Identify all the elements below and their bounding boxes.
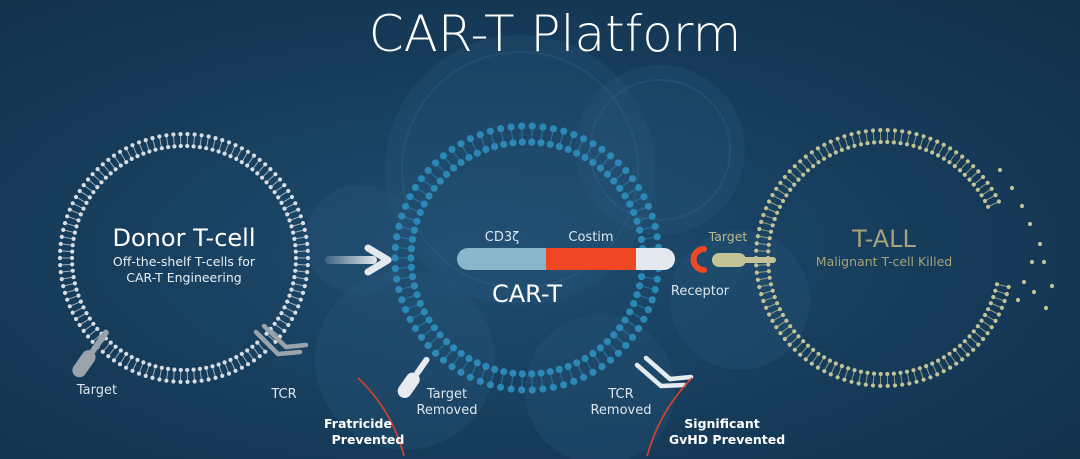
costim-segment <box>546 248 636 270</box>
cd3-label: CD3ζ <box>485 230 519 245</box>
fratricide-label-line2: Prevented <box>332 432 405 447</box>
end-segment <box>636 248 675 270</box>
donor-target-label: Target <box>76 383 117 398</box>
donor-tcr-label: TCR <box>270 387 296 402</box>
tcr-removed-line2: Removed <box>590 403 651 418</box>
gvhd-label-line2: GvHD Prevented <box>669 432 785 447</box>
target-removed-icon <box>397 356 430 399</box>
target-removed-line1: Target <box>426 387 467 402</box>
tcr-removed-icon <box>634 355 694 389</box>
fratricide-label-line1: Fratricide <box>324 416 392 431</box>
tall-cell-membrane <box>753 128 1055 388</box>
target-removed-line2: Removed <box>416 403 477 418</box>
right-arrow-icon <box>325 244 392 276</box>
gvhd-label-line1: Significant <box>684 416 759 431</box>
gvhd-arc <box>646 377 693 457</box>
receptor-label: Receptor <box>671 284 730 299</box>
tall-title: T-ALL <box>851 225 916 253</box>
page-title: CAR-T Platform <box>369 5 742 63</box>
target-antigen-icon <box>72 329 109 378</box>
cart-cell-membrane <box>391 122 663 394</box>
fratricide-arc <box>357 377 405 457</box>
background-cells <box>305 35 810 459</box>
car-construct-bar <box>457 248 675 270</box>
tall-subtitle: Malignant T-cell Killed <box>816 254 952 269</box>
tall-target-antigen-icon <box>712 253 776 267</box>
costim-label: Costim <box>568 230 613 245</box>
tcr-removed-line1: TCR <box>607 387 633 402</box>
cd3-segment <box>457 248 546 270</box>
donor-cell-membrane <box>57 132 311 384</box>
donor-subtitle-line2: CAR-T Engineering <box>126 270 241 285</box>
car-receptor-icon <box>690 246 707 273</box>
donor-subtitle-line1: Off-the-shelf T-cells for <box>113 254 256 269</box>
cart-title: CAR-T <box>492 280 562 308</box>
tcr-receptor-icon <box>253 323 309 357</box>
donor-title: Donor T-cell <box>113 224 256 252</box>
tall-target-label: Target <box>708 229 748 244</box>
